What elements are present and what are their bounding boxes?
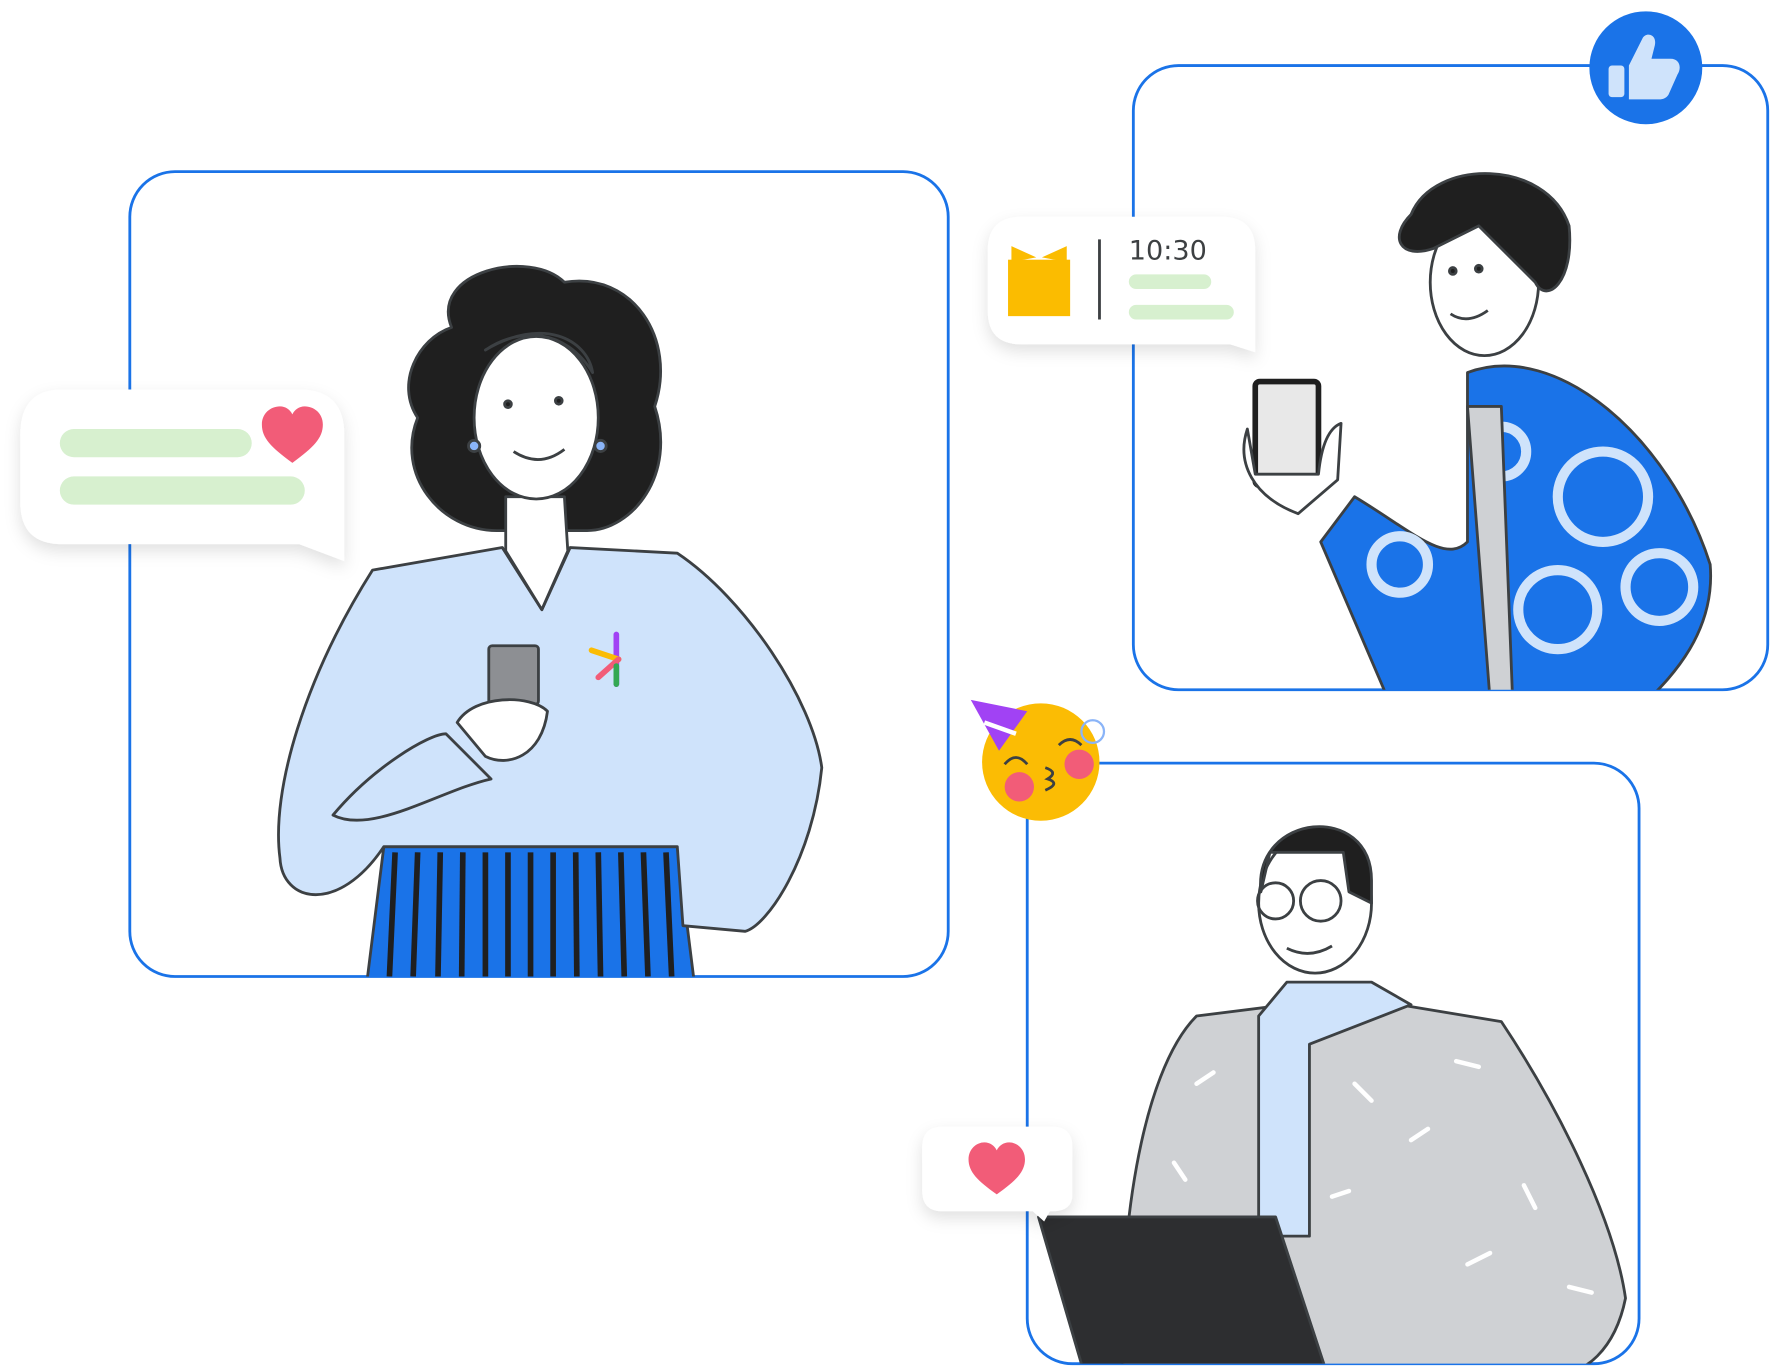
reaction-bubble [922, 1126, 1073, 1222]
gift-icon [1008, 246, 1071, 317]
thumbs-up-icon [1589, 11, 1703, 125]
message-bubble [20, 389, 345, 562]
video-tile-man-phone [1131, 64, 1770, 692]
video-tile-woman [128, 170, 950, 978]
message-line [1128, 274, 1212, 290]
message-line [59, 476, 305, 505]
heart-icon [261, 406, 323, 463]
message-line [1128, 304, 1234, 320]
party-kiss-emoji-icon [970, 699, 1106, 821]
time-label: 10:30 [1129, 236, 1207, 267]
message-line [59, 429, 252, 458]
gift-time-bubble: 10:30 [987, 216, 1256, 353]
heart-icon [968, 1142, 1025, 1195]
video-tile-man-laptop [1025, 761, 1641, 1366]
